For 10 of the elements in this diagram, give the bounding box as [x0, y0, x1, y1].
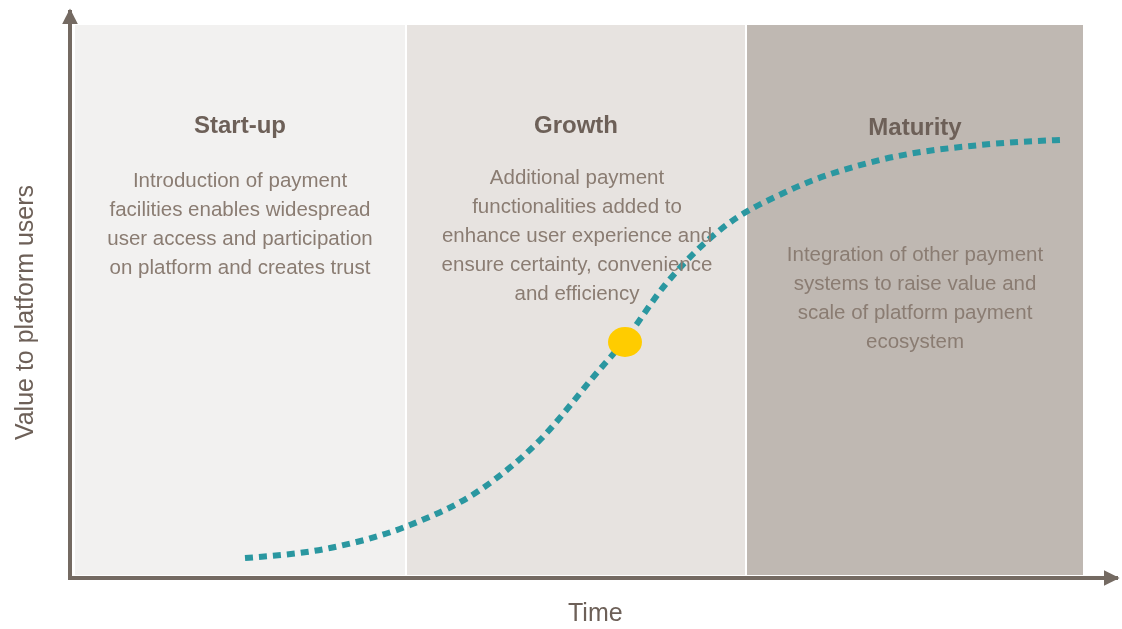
stage-heading: Growth: [533, 111, 619, 139]
y-axis-label: Value to platform users: [10, 184, 40, 441]
stage-heading: Maturity: [867, 113, 963, 141]
stage-band: [75, 25, 405, 575]
stage-band: [407, 25, 745, 575]
stage-description: Introduction of payment facilities enables widespread user access and participation on platform and creates trust: [106, 167, 374, 280]
stage-heading: Start-up: [193, 111, 287, 139]
x-axis-label: Time: [568, 598, 623, 627]
stage-band: [747, 25, 1083, 575]
stage-description: Integration of other payment systems to raise value and scale of platform payment ecosystem: [785, 241, 1045, 354]
